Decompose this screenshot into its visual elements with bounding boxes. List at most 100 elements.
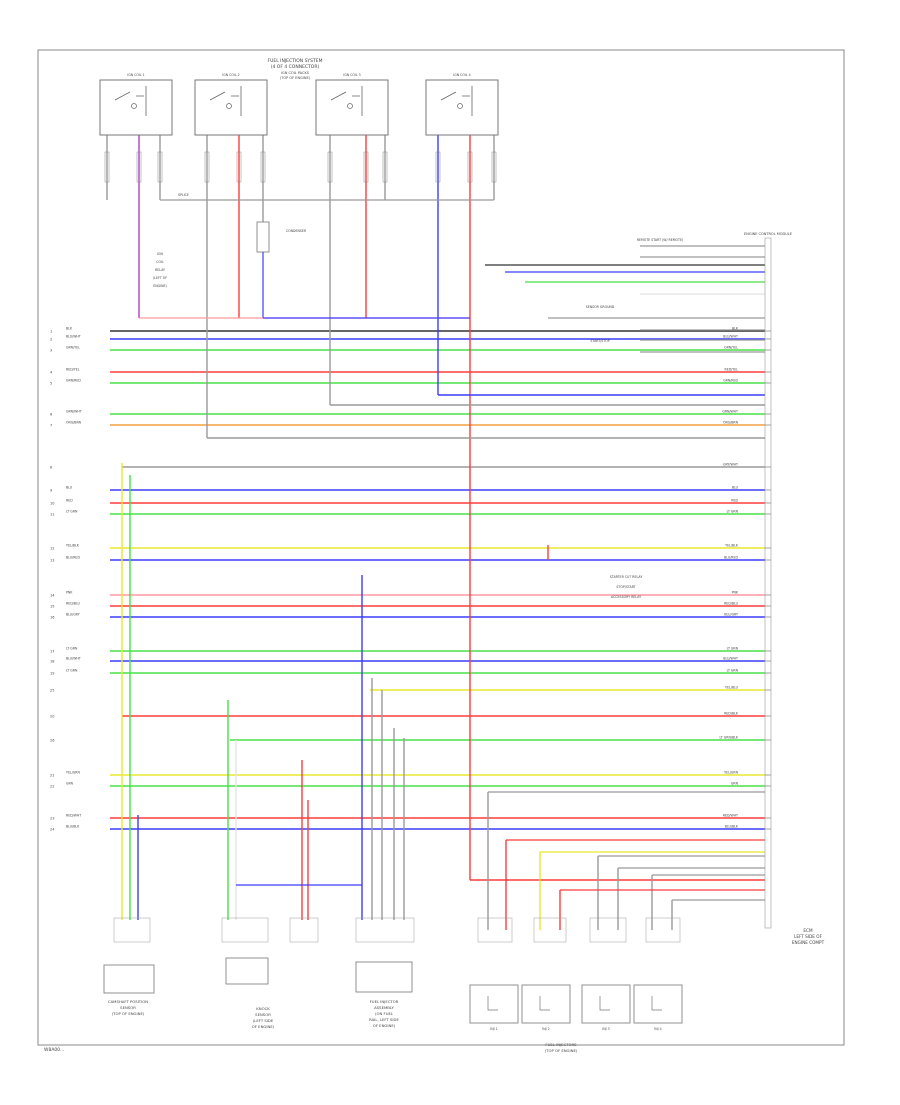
wire-left-label: BLU/BLK bbox=[66, 825, 80, 829]
wire-right-label: YEL/BLU bbox=[725, 686, 739, 690]
splice-label: SPLICE bbox=[178, 193, 189, 197]
wire-right-label: LT GRN bbox=[727, 510, 739, 514]
wire-left-label: LT GRN bbox=[66, 510, 78, 514]
diagram-subtitle: (4 OF 4 CONNECTOR) bbox=[271, 64, 320, 70]
wire-right-label: LT GRN/BLK bbox=[720, 736, 739, 740]
injector-symbol bbox=[539, 996, 550, 1011]
coil-drop-connector bbox=[363, 151, 369, 183]
wire-pin-number: 2 bbox=[50, 338, 52, 342]
component-label-line: CAMSHAFT POSITION bbox=[108, 999, 148, 1004]
component-label-line: (TOP OF ENGINE) bbox=[545, 1048, 578, 1053]
wire-right-label: GRN/WHT bbox=[722, 410, 738, 414]
wire-pin-number: 20 bbox=[50, 715, 54, 719]
coil-terminal bbox=[131, 103, 137, 109]
diagram-title: FUEL INJECTION SYSTEM bbox=[267, 58, 322, 64]
component-label-line: FUEL INJECTORS bbox=[545, 1042, 577, 1047]
bottom-connector bbox=[355, 917, 415, 943]
relay-label-line: COIL bbox=[156, 260, 164, 264]
bottom-connector bbox=[221, 917, 269, 943]
wire-group bbox=[110, 245, 765, 830]
wire-left-label: RED/WHT bbox=[66, 814, 81, 818]
coil-terminal bbox=[347, 103, 353, 109]
wire-pin-number: 22 bbox=[50, 785, 54, 789]
coil-drop-connector bbox=[435, 151, 441, 183]
wire-right-label: GRN bbox=[731, 782, 739, 786]
wire-right-label: ORG/BRN bbox=[723, 421, 739, 425]
component-label-line: SENSOR bbox=[120, 1005, 136, 1010]
coil-switch-symbol bbox=[330, 86, 363, 116]
wire-pin-number: 13 bbox=[50, 559, 54, 563]
component-body bbox=[225, 957, 269, 985]
coil-terminal bbox=[226, 103, 232, 109]
wire-right-label: BLU/BLK bbox=[725, 825, 739, 829]
wire-left-label: BLU/WHT bbox=[66, 335, 81, 339]
wire-pin-number: 15 bbox=[50, 605, 54, 609]
coil-drop-connector bbox=[382, 151, 388, 183]
ignition-coil: IGN COIL 3 bbox=[315, 73, 389, 136]
wire-pin-number: 11 bbox=[50, 513, 54, 517]
right-note: ACCESSORY RELAY bbox=[611, 595, 641, 599]
injector-label: INJ 3 bbox=[602, 1027, 609, 1031]
wire-left-label: BLU bbox=[66, 486, 73, 490]
coil-drop-connector bbox=[104, 151, 110, 183]
wire-pin-number: 16 bbox=[50, 616, 54, 620]
footer-code: W8A00... bbox=[44, 1047, 64, 1053]
ecm-header-label: ENGINE CONTROL MODULE bbox=[744, 232, 792, 236]
coil-drop-connector bbox=[236, 151, 242, 183]
ecm-label-line: ECM bbox=[803, 928, 813, 933]
injector-body bbox=[633, 984, 683, 1024]
wire-left-label: PNK bbox=[66, 591, 73, 595]
wire-left-label: GRN/WHT bbox=[66, 410, 82, 414]
wire-left-label: GRN bbox=[66, 782, 74, 786]
wire-pin-number: 12 bbox=[50, 547, 54, 551]
coil-terminal bbox=[457, 103, 463, 109]
wire-right-label: BLU/RED bbox=[724, 556, 738, 560]
wire-right-label: LT GRN bbox=[727, 669, 739, 673]
ecm-label-line: ENGINE COMPT bbox=[792, 940, 825, 945]
bottom-connector bbox=[477, 917, 513, 943]
wire-pin-number: 18 bbox=[50, 660, 54, 664]
wire-right-label: GRY/WHT bbox=[723, 463, 738, 467]
wire-pin-number: 10 bbox=[50, 502, 54, 506]
bottom-connector bbox=[645, 917, 681, 943]
component-label-line: KNOCK bbox=[256, 1006, 270, 1011]
right-note: REMOTE START (W/ REMOTE) bbox=[637, 238, 683, 242]
injector-symbol bbox=[599, 996, 610, 1011]
coil-drop-connector bbox=[467, 151, 473, 183]
injector-symbol bbox=[487, 996, 498, 1011]
wire-left-label: YEL/GRN bbox=[66, 771, 80, 775]
relay-label-line: (LEFT OF bbox=[153, 276, 167, 280]
coil-label: IGN COIL 3 bbox=[343, 73, 360, 77]
wire-left-label: BLU/RED bbox=[66, 556, 80, 560]
wire-right-label: RED/BLK bbox=[724, 712, 739, 716]
wire-right-label: YEL/GRN bbox=[724, 771, 738, 775]
coil-drop-connector bbox=[204, 151, 210, 183]
wire-right-label: GRN/YEL bbox=[724, 346, 738, 350]
bottom-connector bbox=[289, 917, 319, 943]
wire-right-label: BLU/WHT bbox=[723, 335, 738, 339]
coil-drop-connector bbox=[157, 151, 163, 183]
injector-symbol bbox=[651, 996, 662, 1011]
wire-right-label: PNK bbox=[732, 591, 739, 595]
wire-left-label: ORG/BRN bbox=[66, 421, 82, 425]
bottom-connector bbox=[113, 917, 151, 943]
ecm-connector-body bbox=[764, 237, 772, 929]
wire-pin-number: 23 bbox=[50, 817, 54, 821]
condenser-body bbox=[256, 221, 270, 253]
injector-label: INJ 2 bbox=[542, 1027, 549, 1031]
component-label-line: (ON FUEL bbox=[375, 1011, 394, 1016]
wire-right-label: BLK bbox=[732, 327, 739, 331]
wire-pin-number: 5 bbox=[50, 382, 52, 386]
wire-pin-number: 24 bbox=[50, 828, 55, 832]
wire-left-label: GRN/RED bbox=[66, 379, 81, 383]
right-note: STARTER CUT RELAY bbox=[610, 575, 643, 579]
wire-right-label: RED/WHT bbox=[723, 814, 738, 818]
injector-label: INJ 4 bbox=[654, 1027, 661, 1031]
wire-right-label: LT GRN bbox=[727, 647, 739, 651]
coil-switch-symbol bbox=[114, 86, 147, 116]
wire-left-label: GRN/YEL bbox=[66, 346, 80, 350]
